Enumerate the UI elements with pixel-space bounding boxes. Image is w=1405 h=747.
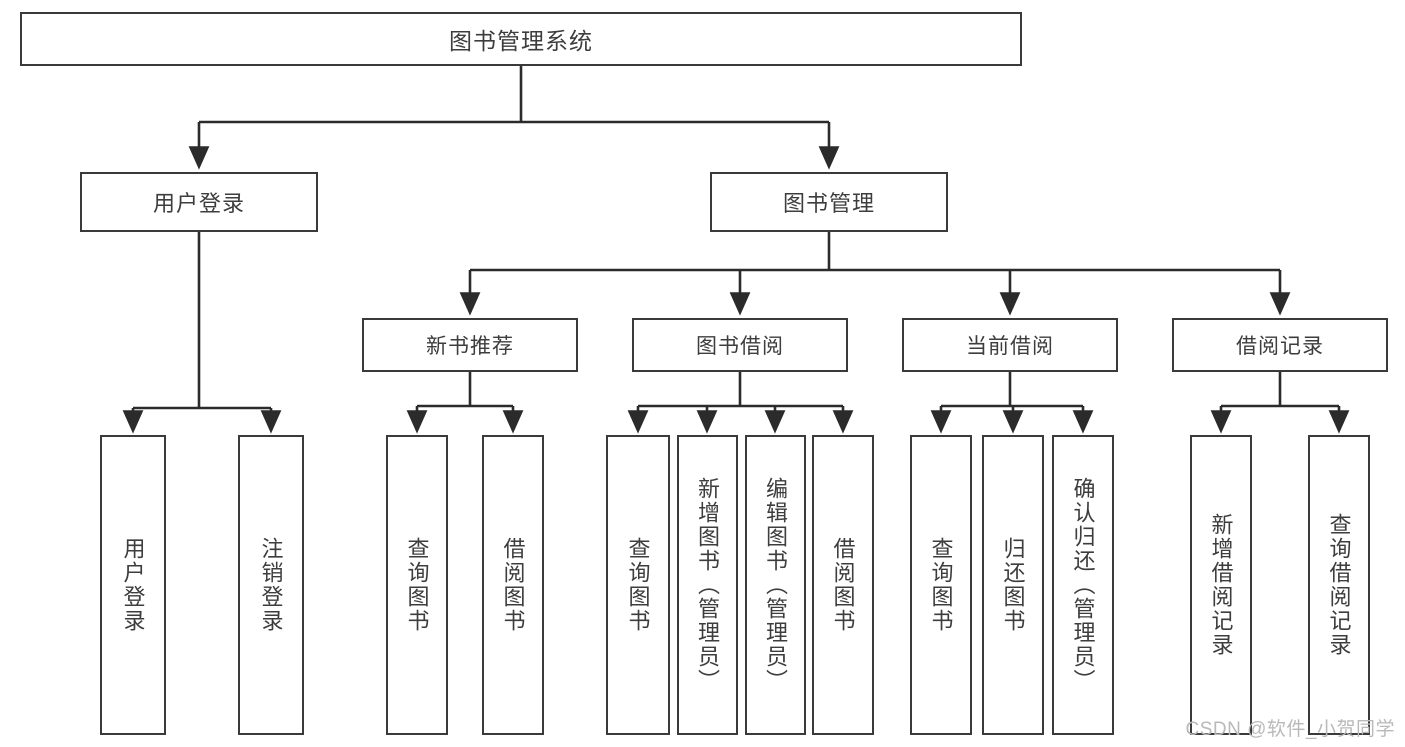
leaf-confirm-return-admin[interactable]: 确认归还（管理员）	[1052, 435, 1114, 735]
node-user-login[interactable]: 用户登录	[80, 172, 318, 232]
borrow-to-leaves-connectors	[627, 372, 854, 434]
new-book-to-leaves-connectors	[406, 372, 524, 434]
leaf-add-borrow-record-label: 新增借阅记录	[1208, 513, 1234, 657]
leaf-query-book-current-label: 查询图书	[928, 537, 954, 633]
leaf-query-book-recommend[interactable]: 查询图书	[386, 435, 448, 735]
leaf-query-borrow-record[interactable]: 查询借阅记录	[1308, 435, 1370, 735]
leaf-borrow-book[interactable]: 借阅图书	[812, 435, 874, 735]
leaf-user-login-label: 用户登录	[120, 537, 146, 633]
leaf-logout-label: 注销登录	[258, 537, 284, 633]
leaf-return-book-label: 归还图书	[1000, 537, 1026, 633]
root-to-level2-connectors	[188, 66, 840, 170]
node-book-manage-label: 图书管理	[782, 191, 875, 216]
leaf-borrow-book-recommend[interactable]: 借阅图书	[482, 435, 544, 735]
node-borrow-record-label: 借阅记录	[1236, 335, 1324, 358]
node-new-book-recommend-label: 新书推荐	[426, 335, 514, 358]
node-user-login-label: 用户登录	[152, 191, 245, 216]
leaf-add-borrow-record[interactable]: 新增借阅记录	[1190, 435, 1252, 735]
book-manage-to-level3-connectors	[459, 232, 1291, 316]
node-root[interactable]: 图书管理系统	[20, 12, 1022, 66]
leaf-confirm-return-admin-label: 确认归还（管理员）	[1070, 477, 1096, 693]
leaf-query-book-borrow-label: 查询图书	[625, 537, 651, 633]
leaf-borrow-book-recommend-label: 借阅图书	[500, 537, 526, 633]
leaf-edit-book-admin[interactable]: 编辑图书（管理员）	[745, 435, 806, 735]
node-current-borrow-label: 当前借阅	[966, 335, 1054, 358]
leaf-add-book-admin[interactable]: 新增图书（管理员）	[677, 435, 738, 735]
node-book-borrow-label: 图书借阅	[696, 335, 784, 358]
user-login-to-leaves-connectors	[122, 232, 282, 434]
leaf-query-book-recommend-label: 查询图书	[404, 537, 430, 633]
node-root-label: 图书管理系统	[449, 28, 593, 54]
node-book-manage[interactable]: 图书管理	[710, 172, 948, 232]
leaf-borrow-book-label: 借阅图书	[830, 537, 856, 633]
watermark-text: CSDN @软件_小贺同学	[1185, 719, 1395, 740]
node-new-book-recommend[interactable]: 新书推荐	[362, 318, 578, 372]
node-book-borrow[interactable]: 图书借阅	[632, 318, 848, 372]
leaf-user-login[interactable]: 用户登录	[100, 435, 166, 735]
current-to-leaves-connectors	[930, 372, 1094, 434]
leaf-add-book-admin-label: 新增图书（管理员）	[695, 477, 721, 693]
leaf-edit-book-admin-label: 编辑图书（管理员）	[763, 477, 789, 693]
node-borrow-record[interactable]: 借阅记录	[1172, 318, 1388, 372]
node-current-borrow[interactable]: 当前借阅	[902, 318, 1118, 372]
leaf-logout[interactable]: 注销登录	[238, 435, 304, 735]
leaf-query-book-current[interactable]: 查询图书	[910, 435, 972, 735]
leaf-query-borrow-record-label: 查询借阅记录	[1326, 513, 1352, 657]
record-to-leaves-connectors	[1210, 372, 1350, 434]
leaf-return-book[interactable]: 归还图书	[982, 435, 1044, 735]
leaf-query-book-borrow[interactable]: 查询图书	[606, 435, 670, 735]
